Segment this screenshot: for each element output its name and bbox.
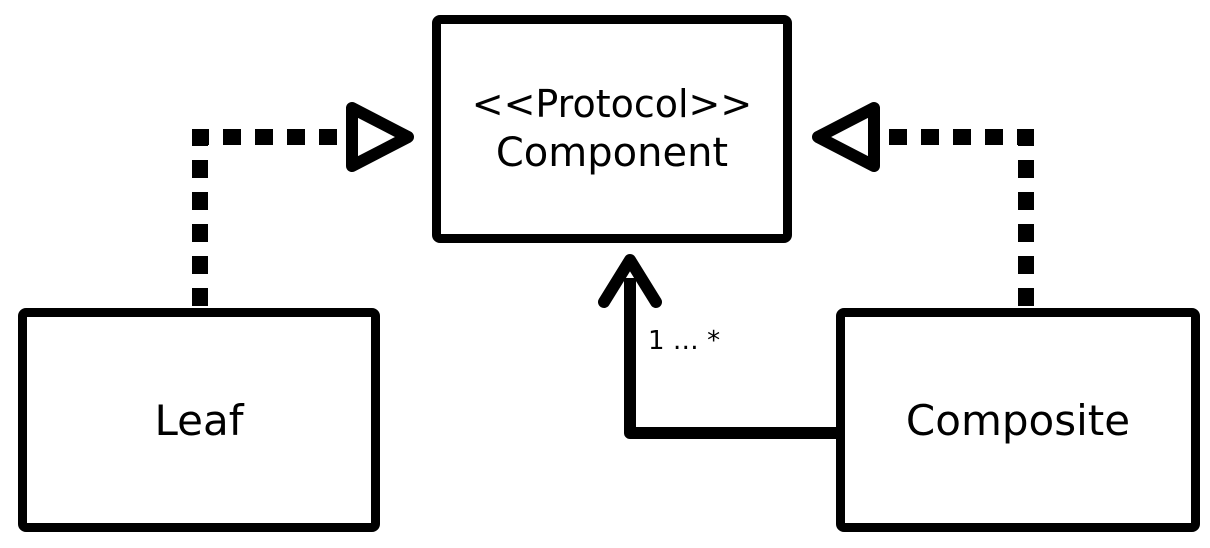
leaf-name: Leaf (154, 395, 244, 445)
component-class-box: <<Protocol>> Component (432, 15, 792, 243)
association-multiplicity: 1 … * (648, 326, 721, 356)
composite-name: Composite (905, 395, 1131, 445)
composite-realization-line (876, 129, 1034, 306)
leaf-realization-line (192, 129, 350, 306)
component-stereotype: <<Protocol>> (471, 82, 753, 126)
leaf-realization-arrowhead (346, 102, 414, 172)
composite-association-arrowhead (598, 254, 662, 308)
composite-association-line (624, 278, 836, 439)
composite-realization-arrowhead (812, 102, 880, 172)
component-name: Component (495, 130, 729, 176)
leaf-class-box: Leaf (18, 308, 380, 532)
composite-class-box: Composite (836, 308, 1200, 532)
